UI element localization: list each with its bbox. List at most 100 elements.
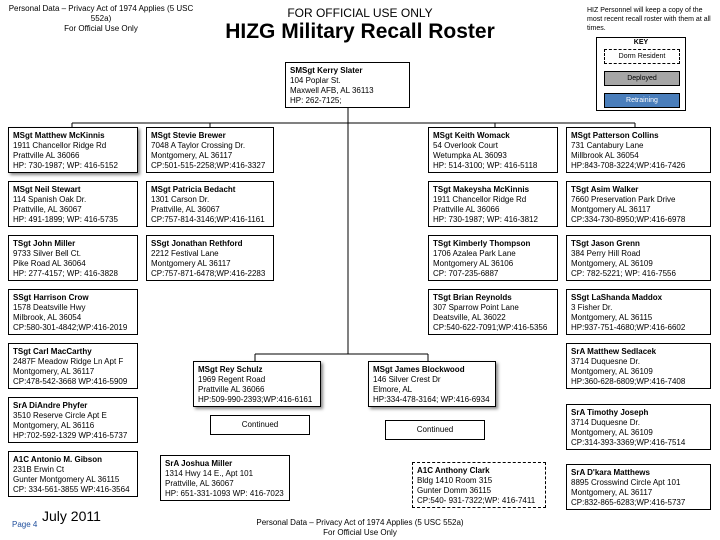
person-card-col1-2: TSgt John Miller 9733 Silver Bell Ct. Pi… — [8, 235, 138, 281]
person-line: 1911 Chancellor Ridge Rd — [13, 141, 107, 150]
privacy-header-line1: Personal Data – Privacy Act of 1974 Appl… — [8, 4, 194, 23]
person-line: 3714 Duquesne Dr. — [571, 418, 640, 427]
person-line: 8895 Crosswind Circle Apt 101 — [571, 478, 681, 487]
hiz-note: HIZ Personnel will keep a copy of the mo… — [587, 7, 711, 32]
person-line: 7048 A Taylor Crossing Dr. — [151, 141, 246, 150]
person-name: SrA Timothy Joseph — [571, 408, 649, 417]
key-dorm-resident: Dorm Resident — [604, 49, 680, 64]
person-name: TSgt Asim Walker — [571, 185, 639, 194]
person-line: HP:360-628-6809;WP:416-7408 — [571, 377, 686, 386]
person-line: 1911 Chancellor Ridge Rd — [433, 195, 527, 204]
person-card-col1-4: TSgt Carl MacCarthy 2487F Meadow Ridge L… — [8, 343, 138, 389]
person-line: Montgomery AL 36117 — [571, 205, 651, 214]
person-line: 1314 Hwy 14 E., Apt 101 — [165, 469, 254, 478]
person-name: TSgt Brian Reynolds — [433, 293, 512, 302]
person-line: CP: 707-235-6887 — [433, 269, 499, 278]
roster-date: July 2011 — [42, 508, 101, 524]
person-line: 384 Perry Hill Road — [571, 249, 641, 258]
person-card-top: SMSgt Kerry Slater 104 Poplar St. Maxwel… — [285, 62, 410, 108]
person-line: Maxwell AFB, AL 36113 — [290, 86, 374, 95]
person-card-mid-left: MSgt Rey Schulz 1969 Regent Road Prattvi… — [193, 361, 321, 407]
person-name: SSgt Harrison Crow — [13, 293, 89, 302]
privacy-footer-line2: For Official Use Only — [323, 528, 397, 537]
person-line: HP: 277-4157; WP: 416-3828 — [13, 269, 118, 278]
key-retraining: Retraining — [604, 93, 680, 108]
person-name: TSgt Carl MacCarthy — [13, 347, 92, 356]
person-line: 1301 Carson Dr. — [151, 195, 210, 204]
person-card-col3-3: TSgt Brian Reynolds 307 Sparrow Point La… — [428, 289, 558, 335]
person-name: MSgt Keith Womack — [433, 131, 510, 140]
person-name: A1C Anthony Clark — [417, 466, 490, 475]
person-line: CP:832-865-6283;WP:416-5737 — [571, 498, 686, 507]
person-name: MSgt Patricia Bedacht — [151, 185, 236, 194]
person-line: Prattville, AL 36067 — [151, 205, 220, 214]
person-line: Montgomery, AL 36117 — [151, 151, 233, 160]
person-name: SrA D'kara Matthews — [571, 468, 650, 477]
person-line: Montgomery AL 36117 — [151, 259, 231, 268]
person-card-col2-2: SSgt Jonathan Rethford 2212 Festival Lan… — [146, 235, 274, 281]
person-line: 1969 Regent Road — [198, 375, 266, 384]
person-name: SrA Matthew Sedlacek — [571, 347, 657, 356]
privacy-footer: Personal Data – Privacy Act of 1974 Appl… — [240, 518, 480, 538]
person-line: Pike Road AL 36064 — [13, 259, 86, 268]
person-line: 1706 Azalea Park Lane — [433, 249, 516, 258]
person-name: MSgt Rey Schulz — [198, 365, 263, 374]
person-line: 54 Overlook Court — [433, 141, 498, 150]
privacy-header-line2: For Official Use Only — [64, 24, 138, 33]
person-card-col2-1: MSgt Patricia Bedacht 1301 Carson Dr. Pr… — [146, 181, 274, 227]
person-line: 114 Spanish Oak Dr. — [13, 195, 87, 204]
person-line: 3 Fisher Dr. — [571, 303, 613, 312]
person-line: Deatsville, AL 36022 — [433, 313, 506, 322]
person-line: HP: 730-1987; WP: 416-5152 — [13, 161, 118, 170]
person-card-bottom-left: SrA Joshua Miller 1314 Hwy 14 E., Apt 10… — [160, 455, 290, 501]
person-card-mid-right: MSgt James Blockwood 146 Silver Crest Dr… — [368, 361, 496, 407]
person-line: CP: 334-561-3855 WP:416-3564 — [13, 485, 130, 494]
person-name: TSgt Jason Grenn — [571, 239, 640, 248]
person-line: CP:334-730-8950;WP:416-6978 — [571, 215, 686, 224]
person-name: MSgt Matthew McKinnis — [13, 131, 105, 140]
person-card-col1-6: A1C Antonio M. Gibson 231B Erwin Ct Gunt… — [8, 451, 138, 497]
person-card-col1-0: MSgt Matthew McKinnis 1911 Chancellor Ri… — [8, 127, 138, 173]
fouo-label: FOR OFFICIAL USE ONLY — [287, 6, 433, 20]
person-line: HP: 491-1899; WP: 416-5735 — [13, 215, 118, 224]
person-line: HP: 514-3100; WP: 416-5118 — [433, 161, 538, 170]
person-line: 731 Cantabury Lane — [571, 141, 644, 150]
person-line: HP:843-708-3224;WP:416-7426 — [571, 161, 686, 170]
person-line: 2212 Festival Lane — [151, 249, 219, 258]
person-line: Montgomery, AL 36115 — [571, 313, 653, 322]
continued-box-right: Continued — [385, 420, 485, 440]
person-line: Prattville AL 36066 — [13, 151, 80, 160]
person-name: TSgt Makeysha McKinnis — [433, 185, 530, 194]
person-card-col3-1: TSgt Makeysha McKinnis 1911 Chancellor R… — [428, 181, 558, 227]
person-line: 2487F Meadow Ridge Ln Apt F — [13, 357, 124, 366]
person-card-bottom-right: A1C Anthony Clark Bldg 1410 Room 315 Gun… — [412, 462, 546, 508]
person-line: Prattville AL 36066 — [198, 385, 265, 394]
person-name: SrA Joshua Miller — [165, 459, 233, 468]
person-line: 104 Poplar St. — [290, 76, 341, 85]
person-line: CP:540-622-7091;WP:416-5356 — [433, 323, 548, 332]
person-line: Prattville, AL 36067 — [165, 479, 234, 488]
person-line: 3510 Reserve Circle Apt E — [13, 411, 107, 420]
person-name: SSgt LaShanda Maddox — [571, 293, 663, 302]
person-card-col3-0: MSgt Keith Womack 54 Overlook Court Wetu… — [428, 127, 558, 173]
person-line: Gunter Domm 36115 — [417, 486, 492, 495]
person-line: 3714 Duquesne Dr. — [571, 357, 640, 366]
person-card-col1-3: SSgt Harrison Crow 1578 Deatsville Hwy M… — [8, 289, 138, 335]
person-name: TSgt Kimberly Thompson — [433, 239, 531, 248]
person-line: CP:580-301-4842;WP:416-2019 — [13, 323, 128, 332]
person-line: Montgomery AL 36106 — [433, 259, 514, 268]
key-deployed: Deployed — [604, 71, 680, 86]
person-card-col2-0: MSgt Stevie Brewer 7048 A Taylor Crossin… — [146, 127, 274, 173]
person-line: Prattville, AL 36067 — [13, 205, 82, 214]
person-line: 231B Erwin Ct — [13, 465, 65, 474]
person-line: 307 Sparrow Point Lane — [433, 303, 519, 312]
person-name: SMSgt Kerry Slater — [290, 66, 363, 75]
person-line: HP:334-478-3164; WP:416-6934 — [373, 395, 490, 404]
person-name: SSgt Jonathan Rethford — [151, 239, 243, 248]
person-line: Montgomery, AL 36116 — [13, 421, 95, 430]
person-line: CP:478-542-3668 WP:416-5909 — [13, 377, 128, 386]
person-line: Montgomery, AL 36109 — [571, 428, 653, 437]
person-name: MSgt Stevie Brewer — [151, 131, 226, 140]
person-line: Elmore, AL — [373, 385, 413, 394]
